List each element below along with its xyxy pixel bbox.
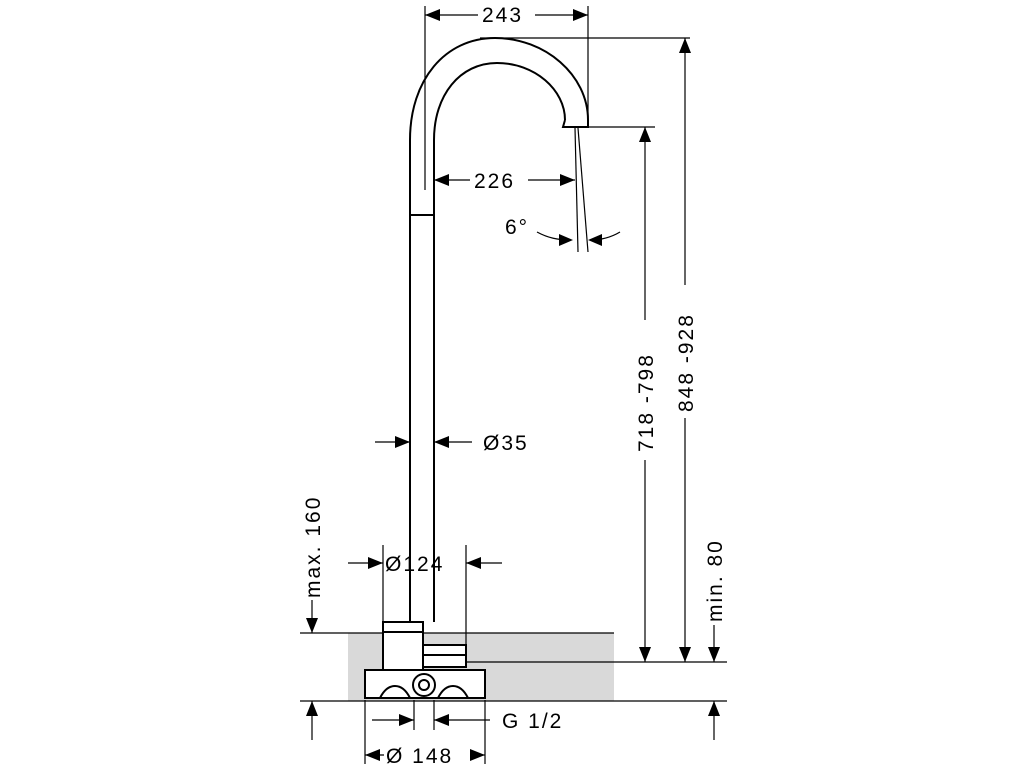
dim-pipe-diameter: Ø35 [375,432,529,455]
dim-base-diameter: Ø124 [348,553,502,576]
label-718-798: 718 -798 [635,353,658,452]
label-g-half: G 1/2 [502,710,563,733]
dim-min-80: min. 80 [704,539,727,740]
label-min-80: min. 80 [704,539,727,622]
dim-total-height: 848 -928 [675,38,698,662]
dim-spout-angle: 6° [505,216,621,246]
base-assembly [364,621,486,699]
label-848-928: 848 -928 [675,313,698,412]
reference-lines [300,6,727,764]
label-diameter-148: Ø 148 [386,745,453,768]
label-diameter-35: Ø35 [483,432,529,455]
label-max-160: max. 160 [302,496,325,598]
dim-outlet-reach: 243 [425,4,588,27]
label-6-degrees: 6° [505,216,529,239]
label-diameter-124: Ø124 [385,553,444,576]
label-226: 226 [474,170,515,193]
dim-spout-height: 718 -798 [635,127,658,662]
dim-thread: G 1/2 [372,700,563,733]
dim-max-160: max. 160 [302,496,325,740]
dim-flange-diameter: Ø 148 [365,745,485,768]
label-243: 243 [482,4,523,27]
faucet-body [409,36,589,622]
dim-inner-reach: 226 [434,170,575,193]
